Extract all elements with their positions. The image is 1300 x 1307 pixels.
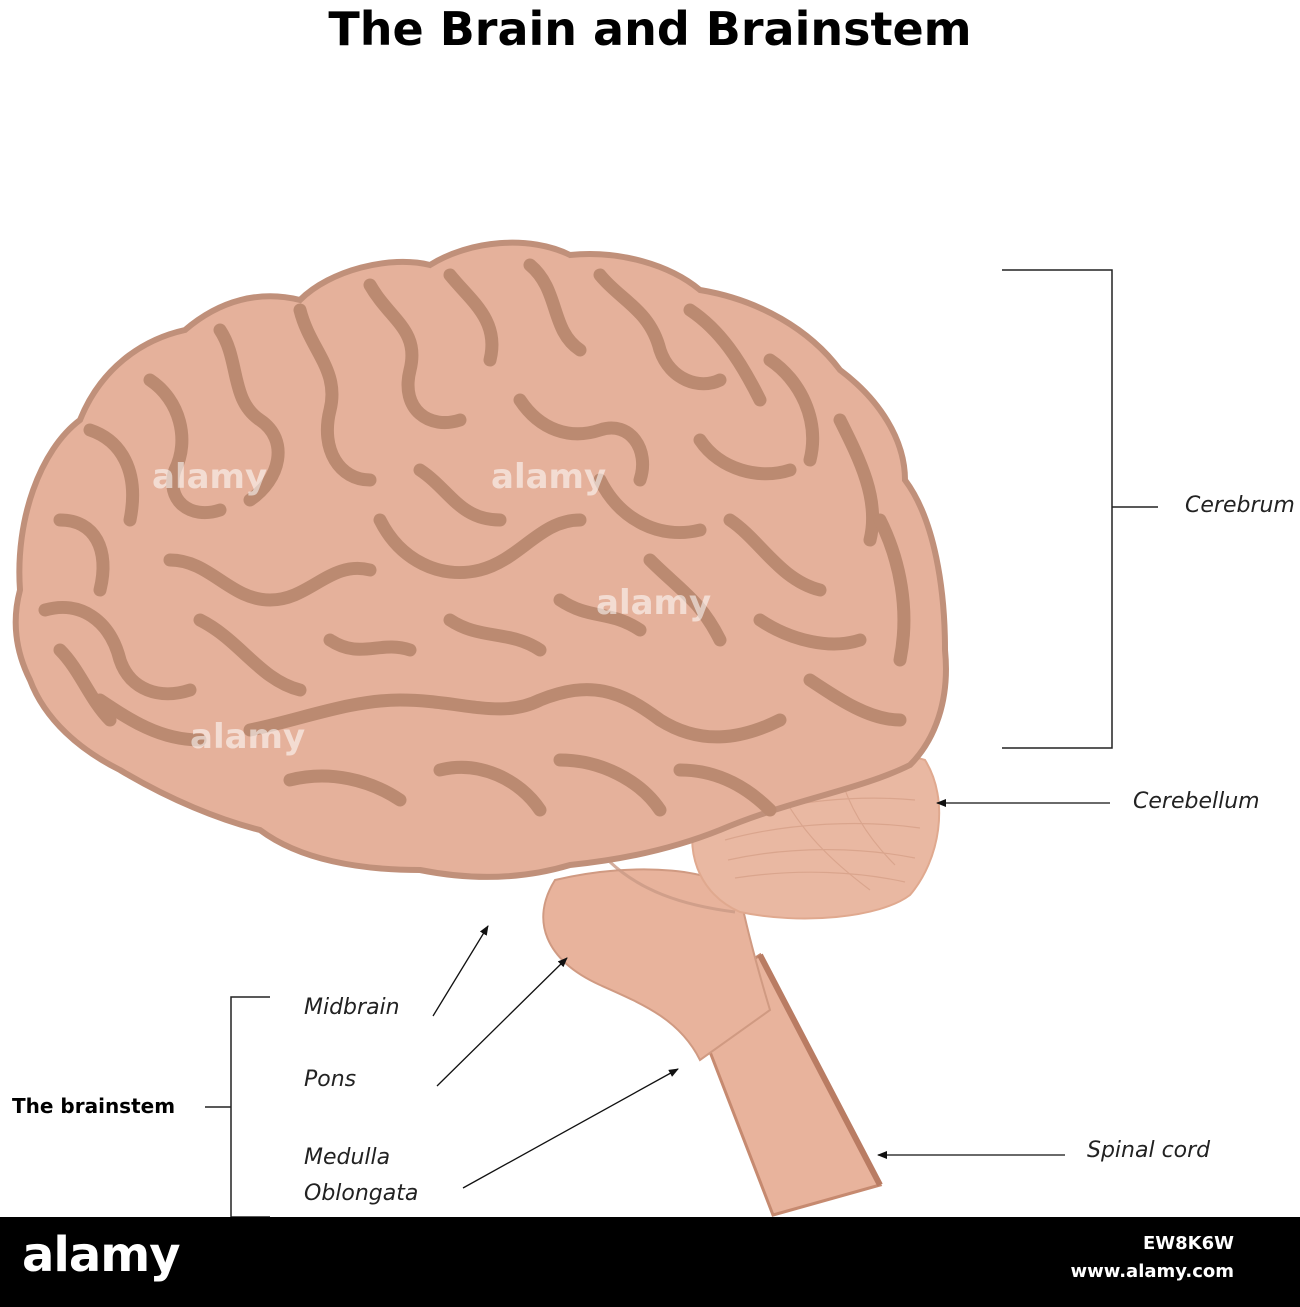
diagram-title: The Brain and Brainstem <box>328 2 972 56</box>
watermark-overlay: alamy <box>491 457 607 497</box>
medulla-pointer <box>462 1068 679 1189</box>
midbrain-pointer <box>432 925 489 1017</box>
label-cerebrum: Cerebrum <box>1185 493 1295 518</box>
watermark-overlay: alamy <box>152 457 268 497</box>
watermark-overlay: alamy <box>190 717 306 757</box>
label-medulla-line1: Medulla <box>304 1145 391 1170</box>
label-pons: Pons <box>304 1067 357 1092</box>
cerebrum-bracket <box>1002 269 1158 749</box>
watermark-overlay: alamy <box>596 583 712 623</box>
brainstem-bracket <box>205 996 270 1218</box>
cerebrum-shape <box>12 239 949 880</box>
label-brainstem: The brainstem <box>12 1094 176 1118</box>
image-id: EW8K6W <box>1142 1233 1234 1254</box>
pons-pointer <box>436 957 568 1087</box>
label-medulla-line2: Oblongata <box>304 1181 419 1206</box>
sulci-pattern <box>38 258 911 817</box>
alamy-logo: alamy <box>22 1227 181 1283</box>
label-spinal-cord: Spinal cord <box>1087 1138 1211 1163</box>
site-url: www.alamy.com <box>1070 1261 1234 1282</box>
label-midbrain: Midbrain <box>304 995 400 1020</box>
watermark-footer: alamy EW8K6W www.alamy.com <box>0 1217 1300 1307</box>
label-cerebellum: Cerebellum <box>1133 789 1260 814</box>
